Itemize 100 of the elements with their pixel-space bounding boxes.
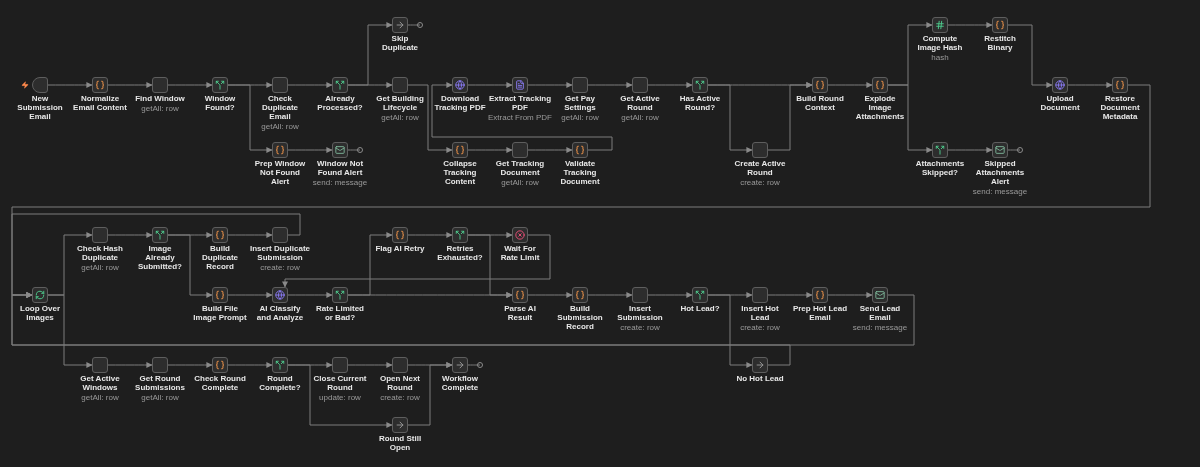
node-sublabel: getAll: row bbox=[260, 122, 300, 132]
connector bbox=[167, 362, 213, 368]
connector bbox=[1007, 147, 1023, 153]
node-label: Window Not Found Alert bbox=[315, 158, 365, 177]
connector bbox=[647, 292, 693, 298]
connector bbox=[287, 147, 333, 153]
connector bbox=[827, 82, 873, 88]
connector bbox=[767, 82, 813, 151]
connector bbox=[227, 84, 273, 153]
connector bbox=[467, 362, 483, 368]
node-label: Prep Window Not Found Alert bbox=[253, 158, 307, 187]
node-label: Build Duplicate Record bbox=[201, 243, 239, 272]
connector bbox=[47, 82, 93, 88]
node-label: Create Active Round bbox=[733, 158, 787, 177]
node-label: Insert Hot Lead bbox=[740, 303, 780, 322]
connector bbox=[107, 362, 153, 368]
connector bbox=[167, 82, 213, 88]
connector bbox=[227, 232, 273, 238]
node-label: Close Current Round bbox=[313, 373, 367, 392]
connector bbox=[467, 234, 513, 298]
node-label: Skipped Attachments Alert bbox=[974, 158, 1026, 187]
node-label: Flag AI Retry bbox=[375, 243, 425, 253]
connector bbox=[887, 84, 933, 153]
node-label: Loop Over Images bbox=[20, 303, 60, 322]
connector bbox=[767, 292, 813, 298]
connector bbox=[1067, 82, 1113, 88]
node-label: Skip Duplicate bbox=[381, 33, 419, 52]
connector bbox=[287, 82, 333, 88]
node-sublabel: getAll: row bbox=[80, 392, 120, 403]
node-label: Parse AI Result bbox=[503, 303, 537, 322]
connector bbox=[1007, 24, 1053, 88]
node-label: Get Pay Settings bbox=[563, 93, 597, 112]
node-label: Explode Image Attachments bbox=[855, 93, 905, 122]
node-label: Check Duplicate Email bbox=[261, 93, 299, 122]
connector bbox=[647, 82, 693, 88]
connector bbox=[947, 147, 993, 153]
connector bbox=[167, 234, 213, 298]
node-label: Get Active Windows bbox=[79, 373, 121, 392]
node-sublabel: send: message bbox=[971, 187, 1029, 197]
connector bbox=[467, 82, 513, 88]
node-sublabel: send: message bbox=[851, 322, 909, 333]
node-sublabel: getAll: row bbox=[380, 112, 420, 123]
node-sublabel: create: row bbox=[619, 322, 661, 333]
node-label: Insert Submission bbox=[616, 303, 664, 322]
node-sublabel: create: row bbox=[739, 177, 781, 188]
connector bbox=[707, 84, 753, 153]
connector bbox=[587, 82, 633, 88]
node-label: Wait For Rate Limit bbox=[499, 243, 541, 262]
connector bbox=[431, 82, 613, 151]
connector bbox=[407, 362, 453, 426]
connector bbox=[11, 292, 791, 366]
node-sublabel: getAll: row bbox=[560, 112, 600, 123]
connector bbox=[347, 82, 393, 88]
connector bbox=[467, 147, 513, 153]
node-label: Build Round Context bbox=[795, 93, 845, 112]
node-label: Send Lead Email bbox=[858, 303, 902, 322]
node-sublabel: getAll: row bbox=[620, 112, 660, 123]
connector bbox=[407, 84, 453, 153]
connector bbox=[107, 232, 153, 238]
node-label: Get Active Round bbox=[619, 93, 661, 112]
node-label: Find Window bbox=[134, 93, 186, 103]
node-label: Normalize Email Content bbox=[72, 93, 128, 112]
node-label: Restore Document Metadata bbox=[1099, 93, 1141, 122]
node-sublabel: update: row bbox=[318, 392, 362, 403]
connector bbox=[407, 22, 423, 28]
node-label: Rate Limited or Bad? bbox=[315, 303, 365, 322]
node-sublabel: getAll: row bbox=[140, 103, 180, 113]
node-sublabel: send: message bbox=[311, 177, 369, 188]
node-label: Validate Tracking Document bbox=[559, 158, 601, 187]
connector bbox=[707, 294, 753, 368]
node-label: Already Processed? bbox=[316, 93, 364, 112]
node-label: Build File Image Prompt bbox=[192, 303, 248, 322]
node-label: Insert Duplicate Submission bbox=[249, 243, 311, 262]
node-label: Restitch Binary bbox=[983, 33, 1017, 52]
node-label: Window Found? bbox=[203, 93, 237, 112]
connector bbox=[47, 294, 93, 368]
node-sublabel: hash bbox=[930, 52, 950, 63]
node-label: Get Tracking Document bbox=[494, 158, 546, 177]
node-label: Check Hash Duplicate bbox=[76, 243, 124, 262]
connector bbox=[827, 292, 873, 298]
node-label: Image Already Submitted? bbox=[137, 243, 183, 272]
node-label: Get Building Lifecycle bbox=[375, 93, 425, 112]
node-sublabel: getAll: row bbox=[500, 177, 540, 188]
node-sublabel: create: row bbox=[259, 262, 301, 273]
node-label: Upload Document bbox=[1039, 93, 1081, 112]
connector bbox=[527, 292, 573, 298]
node-sublabel: create: row bbox=[739, 322, 781, 333]
node-label: Get Round Submissions bbox=[134, 373, 186, 392]
node-label: AI Classify and Analyze bbox=[255, 303, 305, 322]
connector bbox=[947, 22, 993, 28]
node-label: Round Complete? bbox=[258, 373, 302, 392]
node-label: Extract Tracking PDF bbox=[487, 93, 553, 112]
connector bbox=[287, 364, 393, 428]
node-sublabel: create: row bbox=[379, 392, 421, 403]
node-label: Round Still Open bbox=[377, 433, 423, 452]
node-label: New Submission Email bbox=[16, 93, 64, 122]
node-sublabel: getAll: row bbox=[80, 262, 120, 273]
connector bbox=[347, 362, 393, 368]
connector bbox=[227, 292, 273, 298]
node-label: Collapse Tracking Content bbox=[442, 158, 478, 187]
